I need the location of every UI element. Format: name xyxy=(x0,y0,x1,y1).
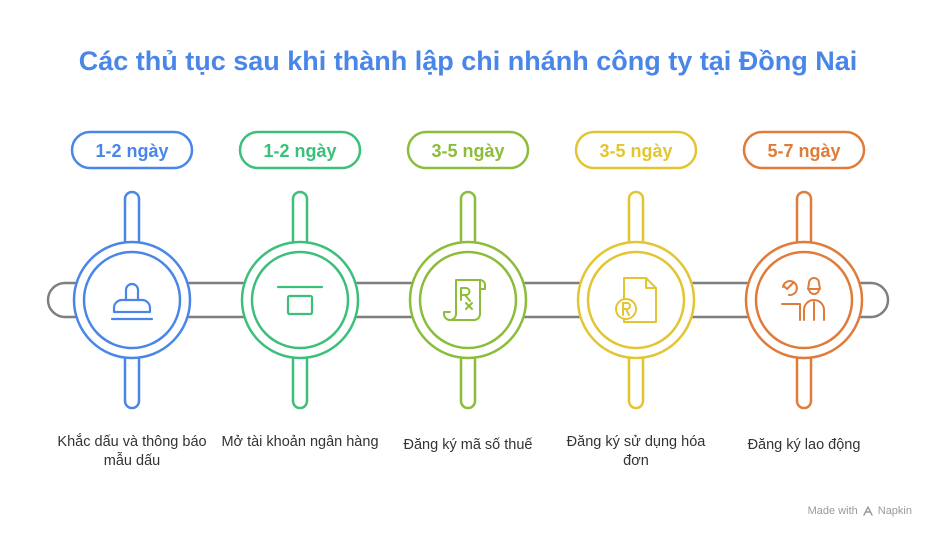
step-5-duration-pill xyxy=(742,130,866,170)
step-3-duration-pill xyxy=(406,130,530,170)
napkin-brand-text: Napkin xyxy=(877,505,912,517)
invoice-document-icon xyxy=(615,277,657,323)
step-2-inner-ring xyxy=(250,250,350,350)
step-5-duration: 5-7 ngày xyxy=(767,141,840,161)
step-1: 1-2 ngày xyxy=(70,130,194,410)
napkin-watermark: Made with Napkin xyxy=(808,505,912,517)
step-2-label: Mở tài khoản ngân hàng xyxy=(221,434,379,450)
step-3-label: Đăng ký mã số thuế xyxy=(403,437,533,453)
step-5-inner-ring xyxy=(754,250,854,350)
step-3: 3-5 ngày xyxy=(406,130,530,410)
step-4-duration-pill xyxy=(574,130,698,170)
step-1-label: Khắc dấu và thông báo mẫu dấu xyxy=(57,434,207,469)
step-1-duration: 1-2 ngày xyxy=(95,141,168,161)
labor-worker-icon xyxy=(781,277,825,321)
step-5-label: Đăng ký lao động xyxy=(747,437,861,453)
step-2-duration: 1-2 ngày xyxy=(263,141,336,161)
step-3-duration: 3-5 ngày xyxy=(431,141,504,161)
stamp-icon xyxy=(110,282,154,321)
step-2-duration-pill xyxy=(238,130,362,170)
step-4-inner-ring xyxy=(586,250,686,350)
step-2: 1-2 ngày xyxy=(238,130,362,410)
step-5: 5-7 ngày xyxy=(742,130,866,410)
step-4-duration: 3-5 ngày xyxy=(599,141,672,161)
diagram-title: Các thủ tục sau khi thành lập chi nhánh … xyxy=(78,46,858,76)
step-1-duration-pill xyxy=(70,130,194,170)
step-4: 3-5 ngày xyxy=(574,130,698,410)
bank-card-icon xyxy=(276,285,324,316)
step-4-label: Đăng ký sử dụng hóa đơn xyxy=(566,434,706,469)
made-with-text: Made with xyxy=(807,505,858,517)
napkin-logo-icon xyxy=(863,506,873,516)
tax-receipt-icon xyxy=(443,279,486,321)
